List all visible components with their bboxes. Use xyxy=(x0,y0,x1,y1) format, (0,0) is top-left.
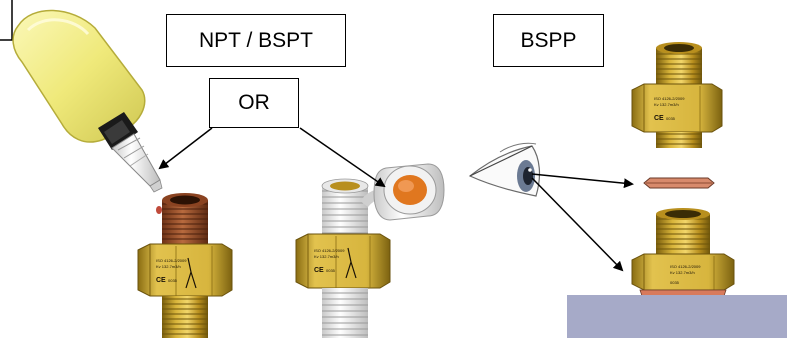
fitting-sealant-coated: ISO 4126-2/2009 Kv 132.7m3/h CE 0035 xyxy=(137,193,233,338)
engraving-code-2: 0035 xyxy=(326,268,336,273)
engraving-code-4: 0035 xyxy=(670,280,680,285)
arrow-eye-to-seated-seal xyxy=(531,177,624,272)
label-npt-bspt: NPT / BSPT xyxy=(166,14,346,67)
base-plate xyxy=(567,295,787,338)
arrow-or-to-tape xyxy=(299,127,386,188)
arrow-eye-to-washer xyxy=(531,173,634,189)
sword-emblem-icon xyxy=(345,247,357,279)
fitting-bspp-upper: ISO 4126-2/2009 Kv 132.7m3/h CE 0035 xyxy=(631,42,723,148)
arrows xyxy=(158,127,634,272)
sword-emblem-icon xyxy=(185,257,197,289)
ptfe-tape-roll xyxy=(360,163,445,221)
engraving-standard: ISO 4126-2/2009 xyxy=(156,258,187,263)
fitting-bspp-lower: ISO 4126-2/2009 Kv 132.7m3/h 0035 xyxy=(631,208,735,297)
sealant-bottle xyxy=(12,9,163,214)
label-bspp: BSPP xyxy=(493,14,604,67)
engraving-flow-3: Kv 132.7m3/h xyxy=(654,102,679,107)
engraving-flow: Kv 132.7m3/h xyxy=(156,264,181,269)
label-or: OR xyxy=(209,78,299,128)
engraving-ce: CE xyxy=(156,277,166,284)
engraving-standard-2: ISO 4126-2/2009 xyxy=(314,248,345,253)
corner-bracket xyxy=(0,0,13,41)
arrow-or-to-sealant xyxy=(158,127,213,170)
engraving-ce-3: CE xyxy=(654,115,664,122)
engraving-ce-2: CE xyxy=(314,267,324,274)
engraving-standard-3: ISO 4126-2/2009 xyxy=(654,96,685,101)
engraving-flow-2: Kv 132.7m3/h xyxy=(314,254,339,259)
fitting-ptfe-taped: ISO 4126-2/2009 Kv 132.7m3/h CE 0035 xyxy=(295,178,391,338)
bonded-seal-washer xyxy=(643,177,715,189)
eye-icon xyxy=(468,142,541,197)
engraving-flow-4: Kv 132.7m3/h xyxy=(670,270,695,275)
engraving-standard-4: ISO 4126-2/2009 xyxy=(670,264,701,269)
engraving-code: 0035 xyxy=(168,278,178,283)
engraving-code-3: 0035 xyxy=(666,116,676,121)
